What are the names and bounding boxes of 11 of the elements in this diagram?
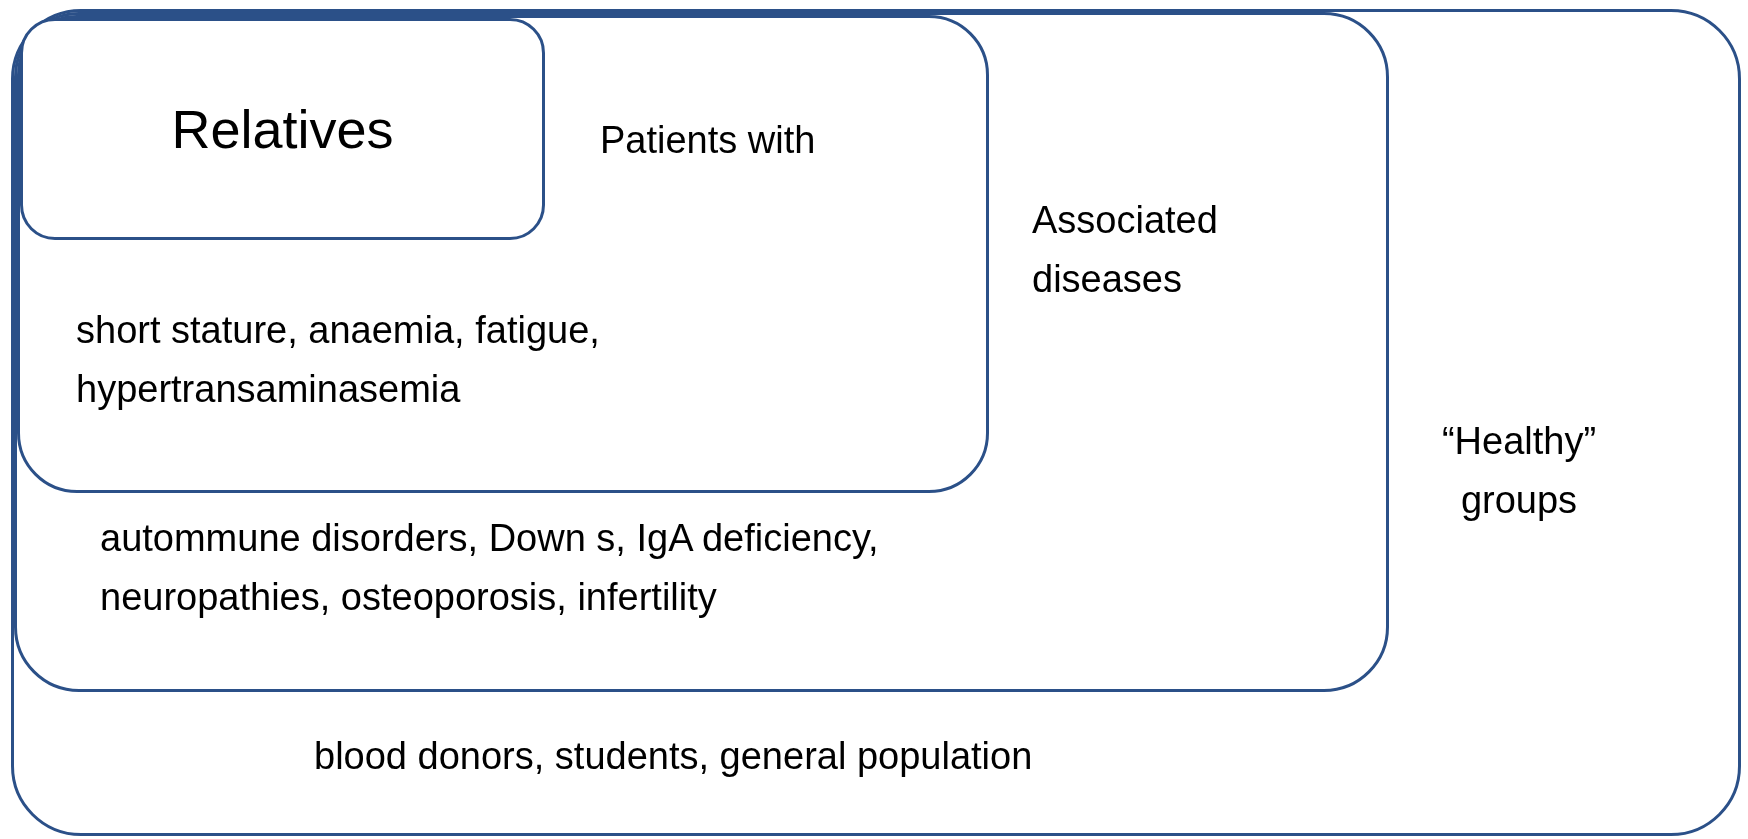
group-heading: “Healthy” groups [1440,419,1598,523]
group-description: autommune disorders, Down s, IgA deficiency, neuropathies, osteoporosis, infertility [100,516,880,620]
group-heading: Relatives [171,98,394,160]
group-heading: Patients with [600,118,817,163]
group-description: blood donors, students, general population [314,734,1034,779]
rounded-group-box [14,12,1389,692]
group-heading: Associated diseases [1032,198,1219,302]
rounded-group-box [11,9,1741,836]
group-description: short stature, anaemia, fatigue, hypertransaminasemia [76,308,601,412]
rounded-group-box [17,15,989,493]
rounded-group-box [20,18,545,240]
